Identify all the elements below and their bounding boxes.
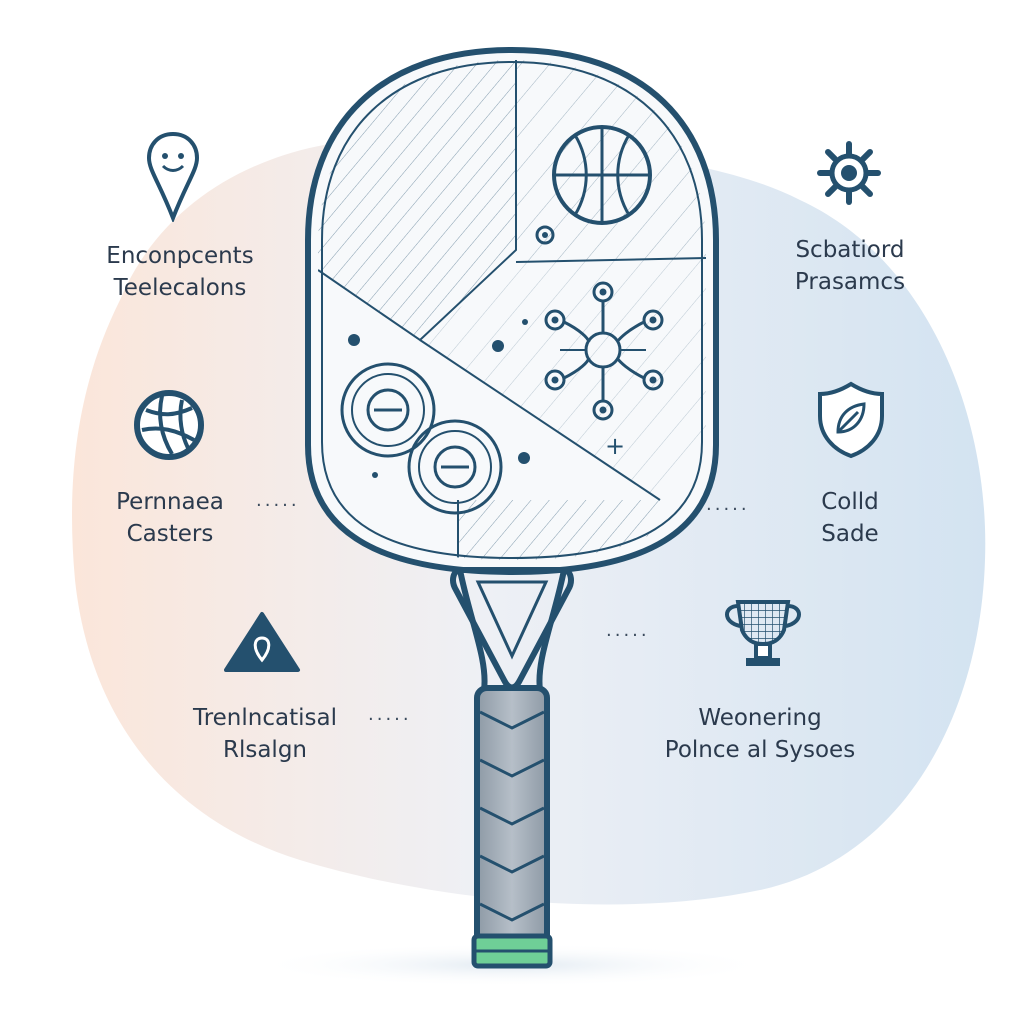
shield-leaf-icon <box>818 381 884 459</box>
label-mid-right-line2: Sade <box>821 521 879 547</box>
label-mid-right: Colld Sade <box>790 486 910 550</box>
round-dial-2 <box>407 419 503 515</box>
label-mid-left: Pernnaea Casters <box>80 486 260 550</box>
connector-dots-mid-left: ..... <box>256 490 300 511</box>
label-top-right-line1: Scbatiord <box>795 237 905 263</box>
basketball-icon <box>552 125 652 225</box>
face-dots <box>348 225 555 478</box>
face-region-top-left <box>318 60 516 340</box>
volleyball-icon <box>134 390 204 460</box>
label-top-right: Scbatiord Prasamcs <box>760 234 940 298</box>
label-top-left: Enconpcents Teelecalons <box>80 240 280 304</box>
warning-triangle-icon <box>224 612 300 672</box>
label-top-left-line1: Enconpcents <box>106 243 254 269</box>
label-mid-right-line1: Colld <box>821 489 879 515</box>
sun-gear-icon <box>817 141 881 205</box>
label-bottom-left: Trenlncatisal Rlsalgn <box>170 702 360 766</box>
connector-dots-bottom-right: ..... <box>606 620 650 641</box>
label-mid-left-line1: Pernnaea <box>116 489 224 515</box>
trophy-net-icon <box>725 600 801 666</box>
face-region-bottom <box>458 500 660 560</box>
label-bottom-right-line2: Polnce al Sysoes <box>664 737 856 763</box>
label-bottom-right-line1: Weonering <box>698 705 822 731</box>
network-node-icon <box>544 281 664 421</box>
label-bottom-left-line1: Trenlncatisal <box>193 705 337 731</box>
label-bottom-right: Weonering Polnce al Sysoes <box>640 702 880 766</box>
label-bottom-left-line2: Rlsalgn <box>222 737 307 763</box>
map-pin-face-icon <box>146 131 200 222</box>
paddle-throat <box>450 567 574 691</box>
round-dial-1 <box>340 362 436 458</box>
face-region-top-right <box>516 60 706 262</box>
svg-text:+: + <box>605 432 625 460</box>
label-mid-left-line2: Casters <box>126 521 214 547</box>
connector-dots-mid-right: ..... <box>706 494 750 515</box>
label-top-right-line2: Prasamcs <box>794 269 906 295</box>
label-top-left-line2: Teelecalons <box>113 275 247 301</box>
connector-dots-bottom-left: ..... <box>368 704 412 725</box>
